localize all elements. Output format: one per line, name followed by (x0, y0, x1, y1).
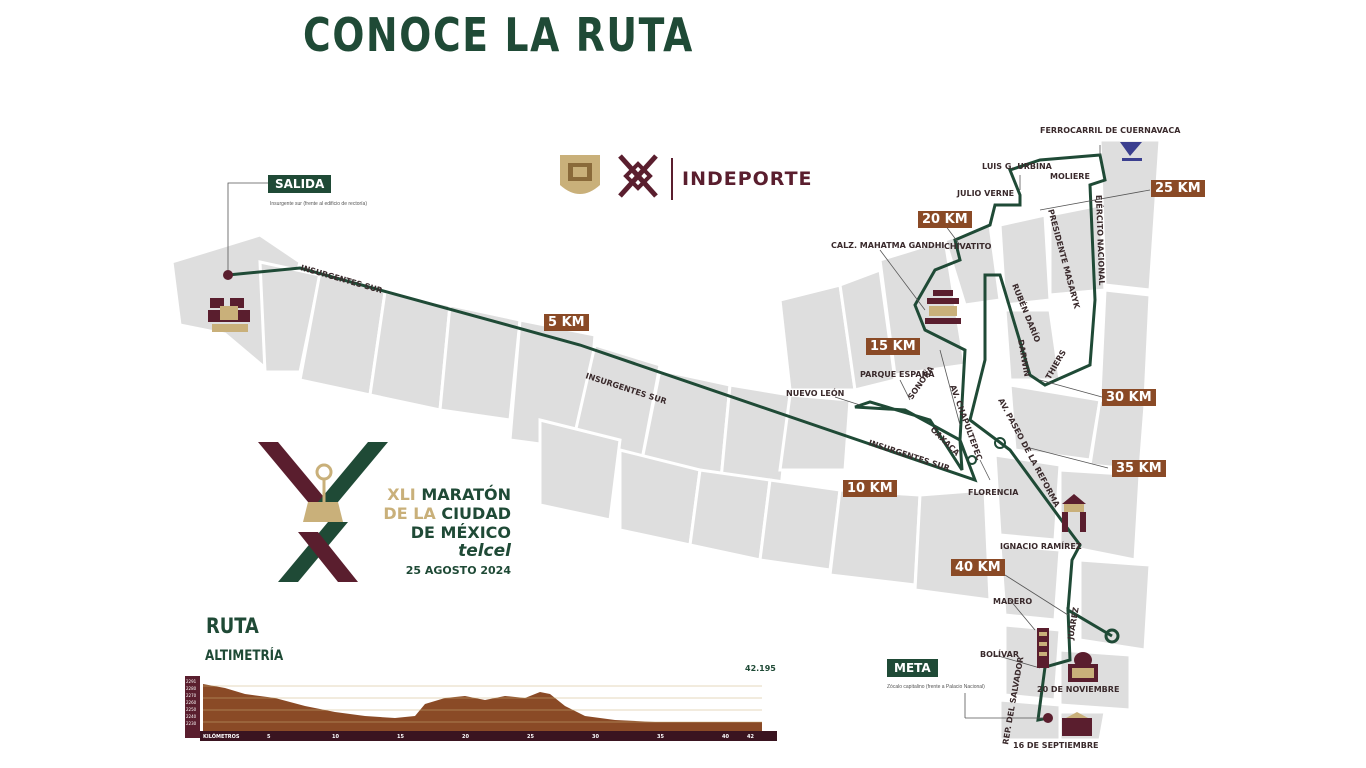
km-tick-42: 42 (747, 734, 754, 740)
alt-tick-7: 2230 (186, 721, 197, 726)
street-label-julio-verne: JULIO VERNE (956, 189, 1014, 198)
profile-total-distance: 42.195 (745, 664, 776, 673)
marathon-ciudad: CIUDAD (441, 504, 511, 523)
cdmx-crest-icon (560, 155, 600, 194)
km-tick-20: 20 (462, 734, 469, 740)
alt-tick-2: 2280 (186, 686, 197, 691)
glorieta (994, 437, 1006, 449)
rectoria-landmark-icon (208, 298, 250, 332)
km-tick-15: 15 (397, 734, 404, 740)
km-tick-30: 30 (592, 734, 599, 740)
marathon-date: 25 AGOSTO 2024 (405, 564, 511, 577)
profile-heading: RUTA (206, 614, 259, 638)
km-marker-15: 15 KM (866, 338, 920, 355)
street-label-insurgentes-3: INSURGENTES SUR (867, 438, 950, 473)
km-marker-10: 10 KM (843, 480, 897, 497)
indeporte-logo-text: INDEPORTE (682, 168, 813, 190)
km-tick-10: 10 (332, 734, 339, 740)
street-label-moliere: MOLIERE (1050, 172, 1090, 181)
km-marker-35: 35 KM (1112, 460, 1166, 477)
street-label-florencia: FLORENCIA (968, 488, 1019, 497)
km-marker-5: 5 KM (544, 314, 589, 331)
auditorio-landmark-icon (925, 290, 961, 324)
km-marker-30: 30 KM (1102, 389, 1156, 406)
street-label-bolivar: BOLÍVAR (980, 648, 1019, 659)
page-title: CONOCE LA RUTA (303, 8, 694, 62)
marathon-de-mexico: DE MÉXICO (410, 523, 511, 542)
street-label-20-noviembre: 20 DE NOVIEMBRE (1037, 685, 1119, 694)
street-label-gandhi: CALZ. MAHATMA GANDHI (831, 241, 944, 250)
street-label-chivatito: CHIVATITO (944, 242, 992, 251)
start-label: SALIDA (268, 175, 332, 193)
marathon-word: MARATÓN (421, 485, 511, 504)
start-dot (223, 270, 233, 280)
km-marker-25: 25 KM (1151, 180, 1205, 197)
marathon-de-la: DE LA (383, 504, 436, 523)
glorieta-2 (967, 455, 977, 465)
logo-divider (671, 158, 673, 200)
alt-tick-3: 2270 (186, 693, 197, 698)
street-label-ejercito: EJÉRCITO NACIONAL (1094, 195, 1108, 286)
km-marker-20: 20 KM (918, 211, 972, 228)
altimetry-profile: 2291 2280 2270 2260 2250 2240 2230 KILÓM… (185, 676, 777, 741)
finish-note: Zócalo capitalino (frente a Palacio Naci… (887, 684, 985, 690)
street-label-ignacio-ramirez: IGNACIO RAMÍREZ (1000, 540, 1082, 551)
profile-subheading: ALTIMETRÍA (205, 648, 284, 664)
km-tick-35: 35 (657, 734, 664, 740)
km-tick-25: 25 (527, 734, 534, 740)
street-label-oaxaca: OAXACA (929, 425, 962, 458)
finish-label: META (887, 659, 938, 677)
km-tick-40: 40 (722, 734, 729, 740)
torre-latino-icon (1037, 628, 1049, 668)
palacio-nacional-icon (1062, 712, 1092, 736)
marathon-route (227, 153, 1113, 722)
marathon-title: XLI MARATÓN DE LA CIUDAD DE MÉXICO telce… (376, 485, 511, 580)
street-label-juarez: JUÁREZ (1064, 606, 1081, 641)
alt-tick-5: 2250 (186, 707, 197, 712)
reforma-loop (1104, 628, 1120, 644)
alt-tick-4: 2260 (186, 700, 197, 705)
street-label-parque-espana: PARQUE ESPAÑA (860, 369, 935, 379)
alt-tick-1: 2291 (186, 679, 197, 684)
cdmx-gov-logo-icon (618, 154, 658, 198)
campo-marte-icon (1120, 142, 1142, 161)
street-label-16-septiembre: 16 DE SEPTIEMBRE (1013, 741, 1098, 750)
km-axis-unit: KILÓMETROS (203, 733, 240, 740)
leader-lines (227, 145, 1151, 719)
km-tick-5: 5 (267, 734, 271, 740)
km-marker-40: 40 KM (951, 559, 1005, 576)
start-note: Insurgente sur (frente al edificio de re… (270, 201, 367, 207)
street-label-ferrocarril: FERROCARRIL DE CUERNAVACA (1040, 126, 1181, 135)
monumento-revolucion-icon (1062, 494, 1086, 532)
bellas-artes-icon (1068, 652, 1098, 682)
street-label-madero: MADERO (993, 597, 1032, 606)
marathon-edition: XLI (387, 485, 416, 504)
telcel-logo-text: telcel (458, 541, 511, 561)
alt-tick-6: 2240 (186, 714, 197, 719)
street-label-luis-urbina: LUIS G. URBINA (982, 162, 1053, 171)
finish-dot (1043, 713, 1053, 723)
street-label-nuevo-leon: NUEVO LEÓN (786, 387, 844, 398)
marathon-emblem-icon (258, 442, 388, 582)
